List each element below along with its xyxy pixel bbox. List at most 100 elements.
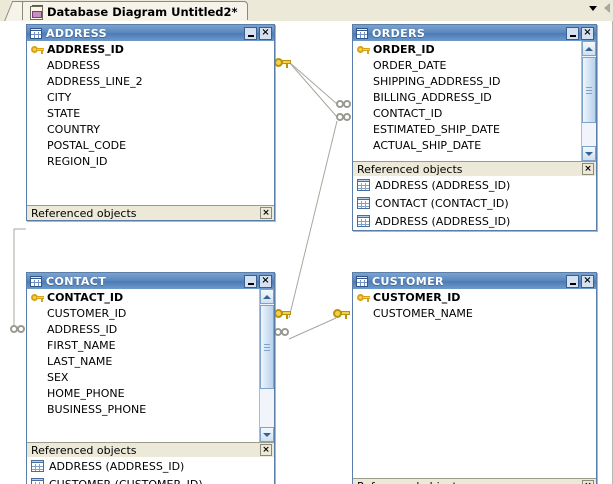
column-row[interactable]: SEX (27, 369, 274, 385)
close-button[interactable]: × (259, 274, 272, 288)
column-row-primary-key[interactable]: ADDRESS_ID (27, 41, 274, 57)
table-title-bar[interactable]: CUSTOMER × (353, 273, 596, 289)
referenced-objects-list[interactable]: ADDRESS (ADDRESS_ID)CUSTOMER (CUSTOMER_I… (27, 457, 274, 484)
column-row[interactable]: ADDRESS_ID (27, 321, 274, 337)
scrollbar-thumb[interactable] (260, 305, 274, 390)
column-row[interactable]: ESTIMATED_SHIP_DATE (353, 121, 596, 137)
key-slot (357, 293, 373, 302)
scroll-up-button[interactable] (582, 41, 596, 56)
column-row[interactable]: BILLING_ADDRESS_ID (353, 89, 596, 105)
column-row[interactable]: POSTAL_CODE (27, 137, 274, 153)
primary-key-icon (357, 45, 370, 54)
key-slot (31, 293, 47, 302)
close-button[interactable]: × (581, 274, 594, 288)
scroll-down-button[interactable] (582, 146, 596, 161)
scrollbar-thumb[interactable] (582, 57, 596, 123)
column-row[interactable]: BUSINESS_PHONE (27, 401, 274, 417)
column-list-scrollbar[interactable] (581, 41, 596, 161)
minimize-button[interactable] (244, 274, 257, 288)
table-icon (30, 275, 42, 287)
minimize-button[interactable] (244, 26, 257, 40)
editor-tab-strip: Database Diagram Untitled2* (0, 0, 613, 22)
referenced-object-item[interactable]: ADDRESS (ADDRESS_ID) (353, 212, 596, 230)
table-title-bar[interactable]: ADDRESS × (27, 25, 274, 41)
column-name: ORDER_ID (373, 42, 435, 56)
scroll-left-icon[interactable] (604, 3, 610, 13)
column-row-primary-key[interactable]: CONTACT_ID (27, 289, 274, 305)
referenced-object-item[interactable]: ADDRESS (ADDRESS_ID) (27, 457, 274, 475)
column-row[interactable]: LAST_NAME (27, 353, 274, 369)
column-row-primary-key[interactable]: ORDER_ID (353, 41, 596, 57)
key-slot (31, 45, 47, 54)
column-name: FIRST_NAME (47, 338, 116, 352)
referenced-objects-bar[interactable]: Referenced objects× (353, 161, 596, 176)
chevron-down-icon[interactable] (589, 5, 597, 11)
column-name: BUSINESS_PHONE (47, 402, 147, 416)
referenced-objects-list[interactable]: ADDRESS (ADDRESS_ID)CONTACT (CONTACT_ID)… (353, 176, 596, 230)
table-title-bar[interactable]: CONTACT× (27, 273, 274, 289)
table-name: CUSTOMER (372, 274, 444, 288)
close-button[interactable]: × (259, 26, 272, 40)
column-row[interactable]: CONTACT_ID (353, 105, 596, 121)
referenced-objects-close-button[interactable]: × (582, 163, 594, 175)
table-icon (356, 275, 368, 287)
column-row[interactable]: CUSTOMER_ID (27, 305, 274, 321)
column-row[interactable]: ADDRESS_LINE_2 (27, 73, 274, 89)
diagram-icon (29, 4, 43, 20)
column-row-primary-key[interactable]: CUSTOMER_ID (353, 289, 596, 305)
column-name: ACTUAL_SHIP_DATE (373, 138, 482, 152)
referenced-objects-bar[interactable]: Referenced objects× (353, 478, 596, 484)
referenced-objects-bar[interactable]: Referenced objects× (27, 205, 274, 220)
table-name: ADDRESS (46, 26, 107, 40)
table-name: ORDERS (372, 26, 426, 40)
column-row[interactable]: STATE (27, 105, 274, 121)
column-row[interactable]: FIRST_NAME (27, 337, 274, 353)
column-name: COUNTRY (47, 122, 100, 136)
column-name: ADDRESS_LINE_2 (47, 74, 143, 88)
referenced-objects-close-button[interactable]: × (260, 444, 272, 456)
column-row[interactable]: CITY (27, 89, 274, 105)
column-row[interactable]: COUNTRY (27, 121, 274, 137)
column-row[interactable]: ACTUAL_SHIP_DATE (353, 137, 596, 153)
column-name: CUSTOMER_ID (47, 306, 127, 320)
column-list-scrollbar[interactable] (259, 289, 274, 442)
column-name: CUSTOMER_ID (373, 290, 461, 304)
referenced-objects-close-button[interactable]: × (260, 207, 272, 219)
table-icon (356, 27, 368, 39)
column-name: HOME_PHONE (47, 386, 125, 400)
column-name: CITY (47, 90, 72, 104)
column-row[interactable]: HOME_PHONE (27, 385, 274, 401)
column-row[interactable]: ADDRESS (27, 57, 274, 73)
relationship-lines (13, 61, 338, 340)
column-row[interactable]: SHIPPING_ADDRESS_ID (353, 73, 596, 89)
scroll-down-button[interactable] (260, 427, 274, 442)
minimize-button[interactable] (566, 26, 579, 40)
window-controls: × (244, 274, 273, 288)
table-title-bar[interactable]: ORDERS × (353, 25, 596, 41)
primary-key-icon (31, 45, 44, 54)
referenced-object-item[interactable]: CUSTOMER (CUSTOMER_ID) (27, 475, 274, 484)
referenced-object-item[interactable]: CONTACT (CONTACT_ID) (353, 194, 596, 212)
tab-database-diagram[interactable]: Database Diagram Untitled2* (22, 1, 248, 21)
minimize-button[interactable] (566, 274, 579, 288)
close-button[interactable]: × (581, 26, 594, 40)
column-row[interactable]: REGION_ID (27, 153, 274, 169)
referenced-objects-label: Referenced objects (31, 443, 137, 457)
referenced-objects-bar[interactable]: Referenced objects × (27, 442, 274, 457)
referenced-object-item[interactable]: ADDRESS (ADDRESS_ID) (353, 176, 596, 194)
column-name: CONTACT_ID (47, 290, 124, 304)
referenced-objects-close-button[interactable]: × (582, 480, 594, 484)
table-window-customer[interactable]: CUSTOMER×CUSTOMER_IDCUSTOMER_NAMEReferen… (352, 272, 597, 484)
scroll-up-button[interactable] (260, 289, 274, 304)
column-name: POSTAL_CODE (47, 138, 127, 152)
column-row[interactable]: CUSTOMER_NAME (353, 305, 596, 321)
column-row[interactable]: ORDER_DATE (353, 57, 596, 73)
